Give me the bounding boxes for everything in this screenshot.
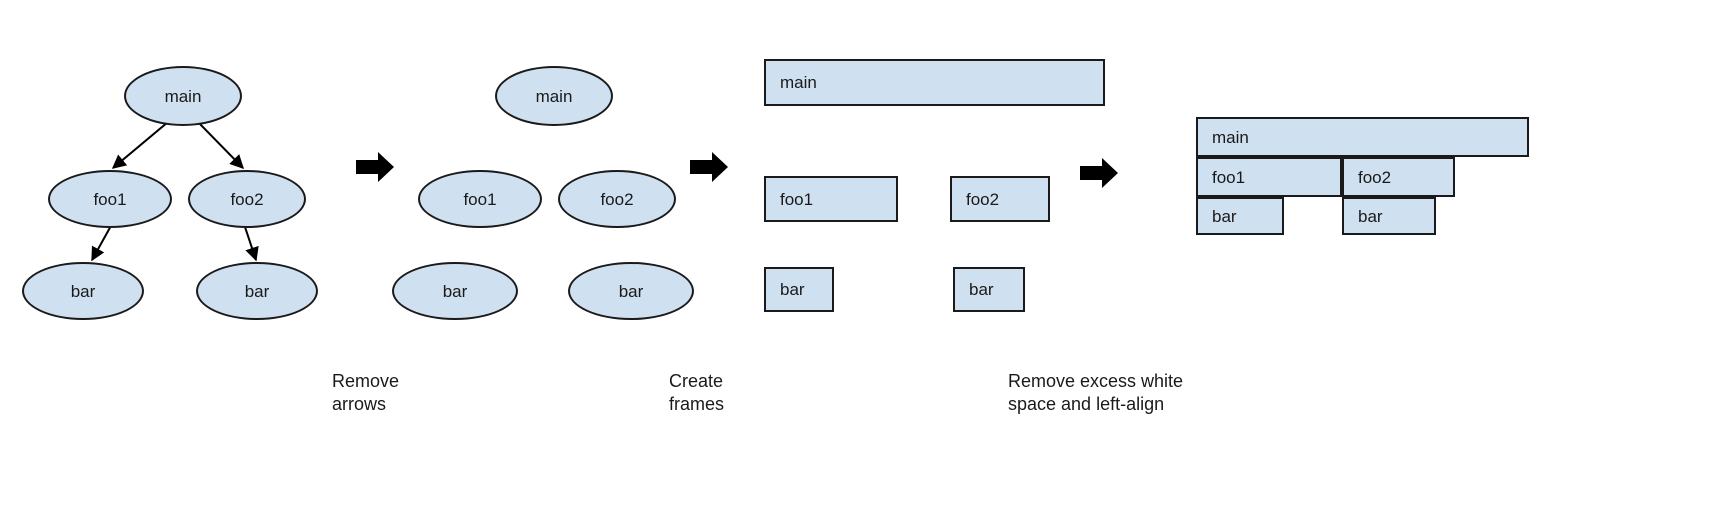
- node-label: bar: [1358, 206, 1383, 226]
- node-label: main: [164, 86, 202, 106]
- node-bar[interactable]: bar: [1342, 197, 1436, 235]
- node-main[interactable]: main: [764, 59, 1105, 106]
- node-label: bar: [70, 281, 96, 301]
- node-foo1[interactable]: foo1: [764, 176, 898, 222]
- node-label: main: [780, 73, 817, 92]
- node-label: bar: [618, 281, 644, 301]
- node-bar[interactable]: bar: [764, 267, 834, 312]
- node-label: foo1: [1212, 167, 1246, 187]
- node-label: foo2: [600, 189, 634, 209]
- node-bar[interactable]: bar: [953, 267, 1025, 312]
- node-label: main: [1212, 127, 1249, 147]
- node-bar[interactable]: bar: [568, 262, 694, 320]
- node-bar[interactable]: bar: [196, 262, 318, 320]
- node-main[interactable]: main: [1196, 117, 1529, 157]
- node-label: foo1: [780, 189, 814, 209]
- node-label: bar: [244, 281, 270, 301]
- node-label: foo1: [93, 189, 127, 209]
- node-foo1[interactable]: foo1: [48, 170, 172, 228]
- node-label: foo2: [1358, 167, 1392, 187]
- node-label: bar: [969, 280, 994, 299]
- node-bar[interactable]: bar: [392, 262, 518, 320]
- node-bar[interactable]: bar: [1196, 197, 1284, 235]
- node-label: foo1: [463, 189, 497, 209]
- node-label: main: [535, 86, 573, 106]
- node-foo1[interactable]: foo1: [418, 170, 542, 228]
- node-bar[interactable]: bar: [22, 262, 144, 320]
- node-label: bar: [442, 281, 468, 301]
- node-label: foo2: [230, 189, 264, 209]
- node-main[interactable]: main: [495, 66, 613, 126]
- step-remove-space-caption: Remove excess white space and left-align: [1008, 371, 1184, 414]
- node-foo2[interactable]: foo2: [950, 176, 1050, 222]
- step-arrow-icon: [356, 152, 394, 182]
- node-foo2[interactable]: foo2: [1342, 157, 1455, 197]
- node-label: bar: [1212, 206, 1237, 226]
- node-label: bar: [780, 280, 805, 299]
- step-create-frames-caption: Create frames: [669, 371, 725, 414]
- node-foo1[interactable]: foo1: [1196, 157, 1342, 197]
- step-remove-arrows-caption: Remove arrows: [332, 371, 400, 414]
- node-main[interactable]: main: [124, 66, 242, 126]
- step-arrow-icon: [1080, 158, 1118, 188]
- node-foo2[interactable]: foo2: [188, 170, 306, 228]
- step-arrow-icon: [690, 152, 728, 182]
- node-label: foo2: [966, 189, 1000, 209]
- node-foo2[interactable]: foo2: [558, 170, 676, 228]
